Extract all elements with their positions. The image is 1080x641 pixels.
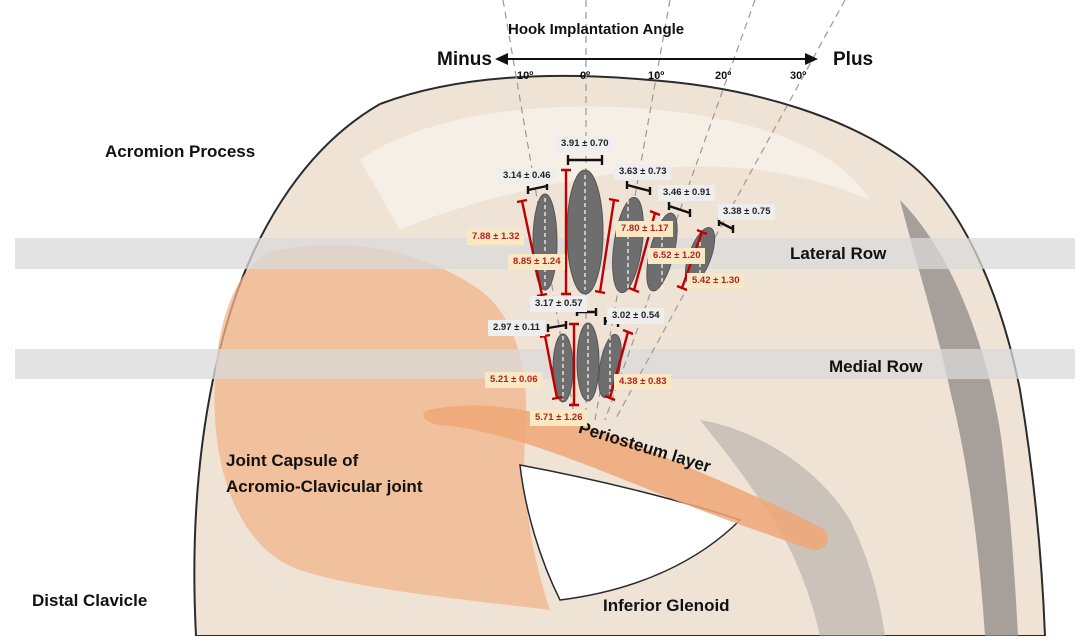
length-bar: [569, 322, 579, 407]
medial-length-label: 5.21 ± 0.06: [485, 372, 543, 388]
lateral-width-label: 3.46 ± 0.91: [658, 185, 716, 201]
plus-arrowhead: [805, 53, 818, 65]
medial-length-label: 4.38 ± 0.83: [614, 374, 672, 390]
width-bar: [667, 202, 692, 217]
lateral-row-label: Lateral Row: [790, 244, 887, 263]
guide-30: [614, 0, 846, 421]
lateral-length-label: 6.52 ± 1.20: [648, 248, 706, 264]
length-bar: [561, 168, 571, 296]
minus-label: Minus: [437, 49, 492, 70]
length-bars: [516, 168, 708, 407]
medial-width-label: 3.02 ± 0.54: [607, 308, 665, 324]
medial-length-label: 5.71 ± 1.26: [530, 410, 588, 426]
distal-clavicle-label: Distal Clavicle: [32, 591, 148, 610]
lateral-width-label: 3.91 ± 0.70: [556, 136, 614, 152]
periosteum-layer: [423, 405, 828, 551]
tick-minus-10: 10º: [517, 70, 534, 82]
medial-width-label: 3.17 ± 0.57: [530, 296, 588, 312]
width-bar: [546, 321, 568, 332]
medial-row-label: Medial Row: [829, 357, 923, 376]
length-bar: [594, 197, 620, 295]
tick-plus-30: 30º: [790, 70, 807, 82]
acromion-process-label: Acromion Process: [105, 142, 256, 161]
figure-title: Hook Implantation Angle: [508, 21, 685, 38]
width-bar: [566, 155, 604, 165]
lateral-width-label: 3.63 ± 0.73: [614, 164, 672, 180]
inferior-glenoid-label: Inferior Glenoid: [603, 596, 730, 615]
lateral-length-label: 7.80 ± 1.17: [616, 221, 674, 237]
joint-capsule-label-1: Joint Capsule of: [226, 451, 359, 470]
lateral-width-label: 3.38 ± 0.75: [718, 204, 776, 220]
length-bar: [604, 328, 634, 402]
length-bar: [539, 333, 563, 401]
lateral-length-label: 8.85 ± 1.24: [508, 254, 566, 270]
medial-row-band: [15, 349, 1075, 379]
lateral-length-label: 7.88 ± 1.32: [467, 229, 525, 245]
minus-arrowhead: [495, 53, 508, 65]
plus-label: Plus: [833, 49, 874, 70]
tick-plus-10: 10º: [648, 70, 665, 82]
tick-plus-20: 20º: [715, 70, 732, 82]
lateral-width-label: 3.14 ± 0.46: [498, 168, 556, 184]
angle-axis: [495, 53, 818, 65]
tick-0: 0º: [580, 70, 591, 82]
glenoid-gap: [519, 464, 742, 601]
medial-width-label: 2.97 ± 0.11: [488, 320, 545, 336]
joint-capsule-label-2: Acromio-Clavicular joint: [226, 477, 423, 496]
length-bar: [516, 198, 548, 298]
width-bar: [625, 181, 652, 195]
bone-shade: [900, 200, 1018, 636]
joint-capsule: [214, 244, 550, 611]
lateral-length-label: 5.42 ± 1.30: [687, 273, 745, 289]
